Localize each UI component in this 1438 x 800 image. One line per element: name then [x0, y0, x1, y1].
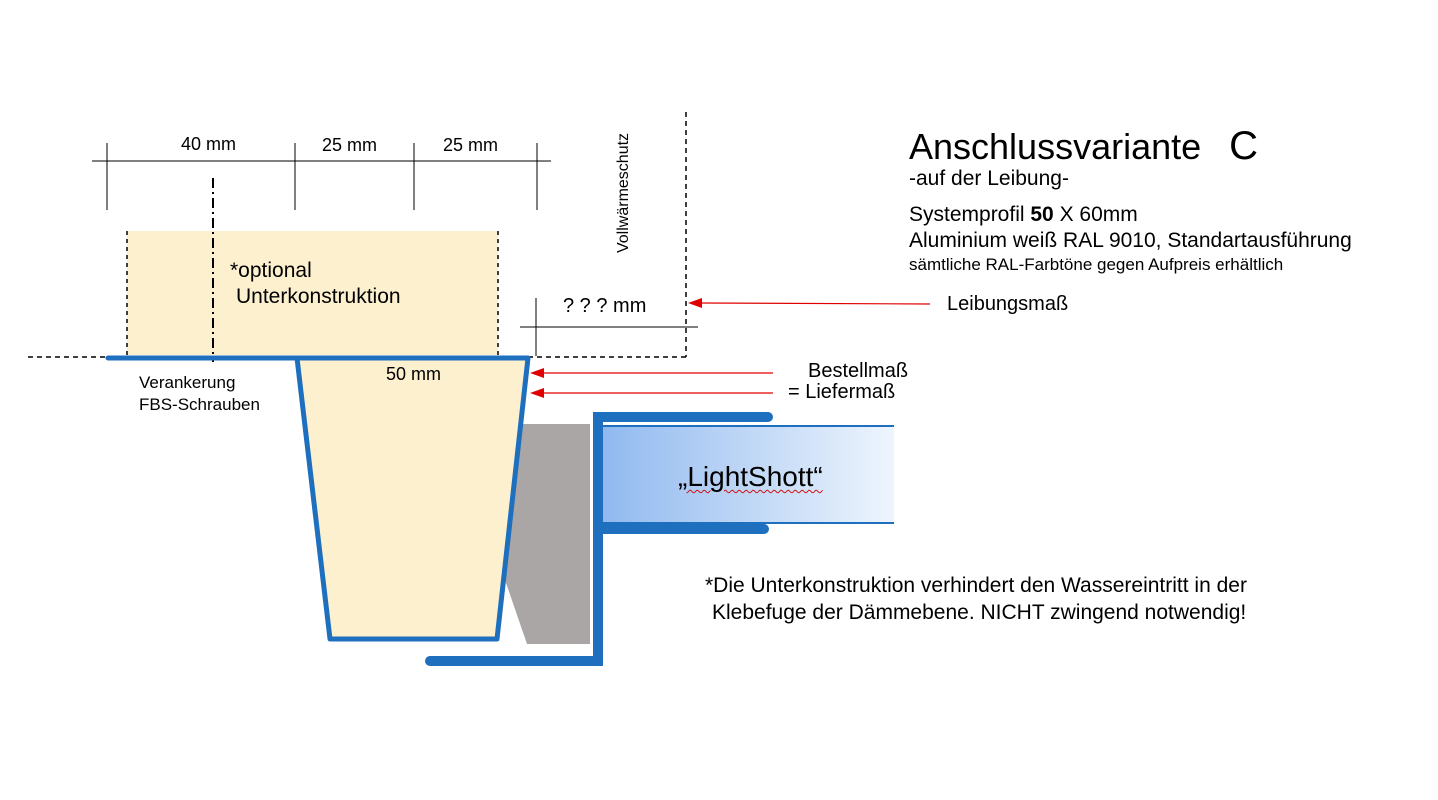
dimension-label-40: 40 mm: [181, 134, 237, 154]
product-name: „LightShott“: [678, 461, 823, 492]
dimension-label-25b: 25 mm: [443, 135, 499, 155]
frame-width-label: 50 mm: [386, 364, 442, 384]
insulation-label: Vollwärmeschutz: [615, 132, 632, 253]
reveal-arrow-head: [688, 298, 702, 308]
seal-wedge: [505, 424, 590, 644]
measure-arrows: [530, 298, 931, 398]
spec-suffix: X 60mm: [1053, 203, 1138, 226]
note-line-1: *Die Unterkonstruktion verhindert den Wa…: [705, 574, 1247, 597]
title-block: Anschlussvariante C: [909, 124, 1258, 169]
reveal-arrow-line: [699, 302, 931, 305]
order-arrow-head: [530, 368, 544, 378]
delivery-measure-label: = Liefermaß: [788, 381, 896, 403]
lightshott-box: [598, 426, 894, 523]
note-line-2: Klebefuge der Dämmebene. NICHT zwingend …: [712, 601, 1247, 624]
z-profile: [425, 412, 773, 666]
spec-prefix: Systemprofil: [909, 203, 1031, 226]
delivery-arrow-head: [530, 388, 544, 398]
spec-line-1: Systemprofil 50 X 60mm: [909, 204, 1138, 225]
order-measure-label: Bestellmaß: [808, 360, 909, 382]
spec-line-3: sämtliche RAL-Farbtöne gegen Aufpreis er…: [909, 255, 1284, 274]
dimension-chain: [92, 143, 551, 210]
title-main: Anschlussvariante: [909, 126, 1202, 167]
title-letter: C: [1229, 124, 1259, 168]
insulation-label-wrap: Vollwärmeschutz: [612, 103, 632, 253]
anchor-label: Verankerung: [139, 373, 236, 392]
spec-line-2: Aluminium weiß RAL 9010, Standartausführ…: [909, 229, 1352, 252]
title-subtitle: -auf der Leibung-: [909, 167, 1069, 190]
product-label: „LightShott“: [678, 463, 823, 491]
dimension-label-25a: 25 mm: [322, 135, 378, 155]
spec-bold-value: 50: [1030, 203, 1054, 226]
substructure-label: Unterkonstruktion: [236, 285, 401, 308]
optional-substructure-box: [127, 231, 498, 355]
optional-label: *optional: [230, 259, 312, 282]
reveal-measure-label: Leibungsmaß: [947, 293, 1069, 315]
tapered-profile: [294, 355, 531, 642]
screw-label: FBS-Schrauben: [139, 395, 260, 414]
reveal-dimension-label: ? ? ? mm: [563, 295, 647, 317]
